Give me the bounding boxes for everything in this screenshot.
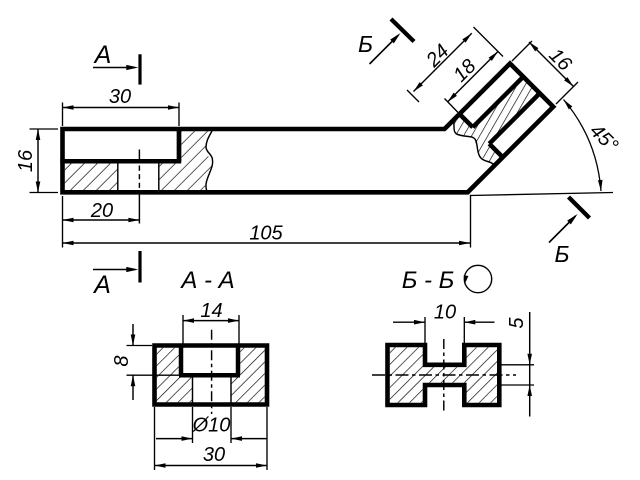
svg-text:5: 5 <box>506 317 528 329</box>
svg-text:30: 30 <box>203 444 225 466</box>
svg-text:Б - Б: Б - Б <box>402 267 455 294</box>
svg-text:10: 10 <box>434 302 456 324</box>
svg-text:105: 105 <box>249 223 283 245</box>
svg-text:30: 30 <box>109 86 131 108</box>
svg-text:14: 14 <box>200 300 222 322</box>
svg-text:Б: Б <box>358 31 373 57</box>
svg-text:16: 16 <box>15 149 37 172</box>
svg-text:А - А: А - А <box>179 267 234 294</box>
svg-text:А: А <box>92 271 111 299</box>
svg-text:20: 20 <box>90 200 113 222</box>
svg-text:Ø10: Ø10 <box>192 415 231 437</box>
svg-text:А: А <box>93 41 112 69</box>
svg-text:8: 8 <box>111 355 133 366</box>
svg-text:Б: Б <box>555 241 570 267</box>
